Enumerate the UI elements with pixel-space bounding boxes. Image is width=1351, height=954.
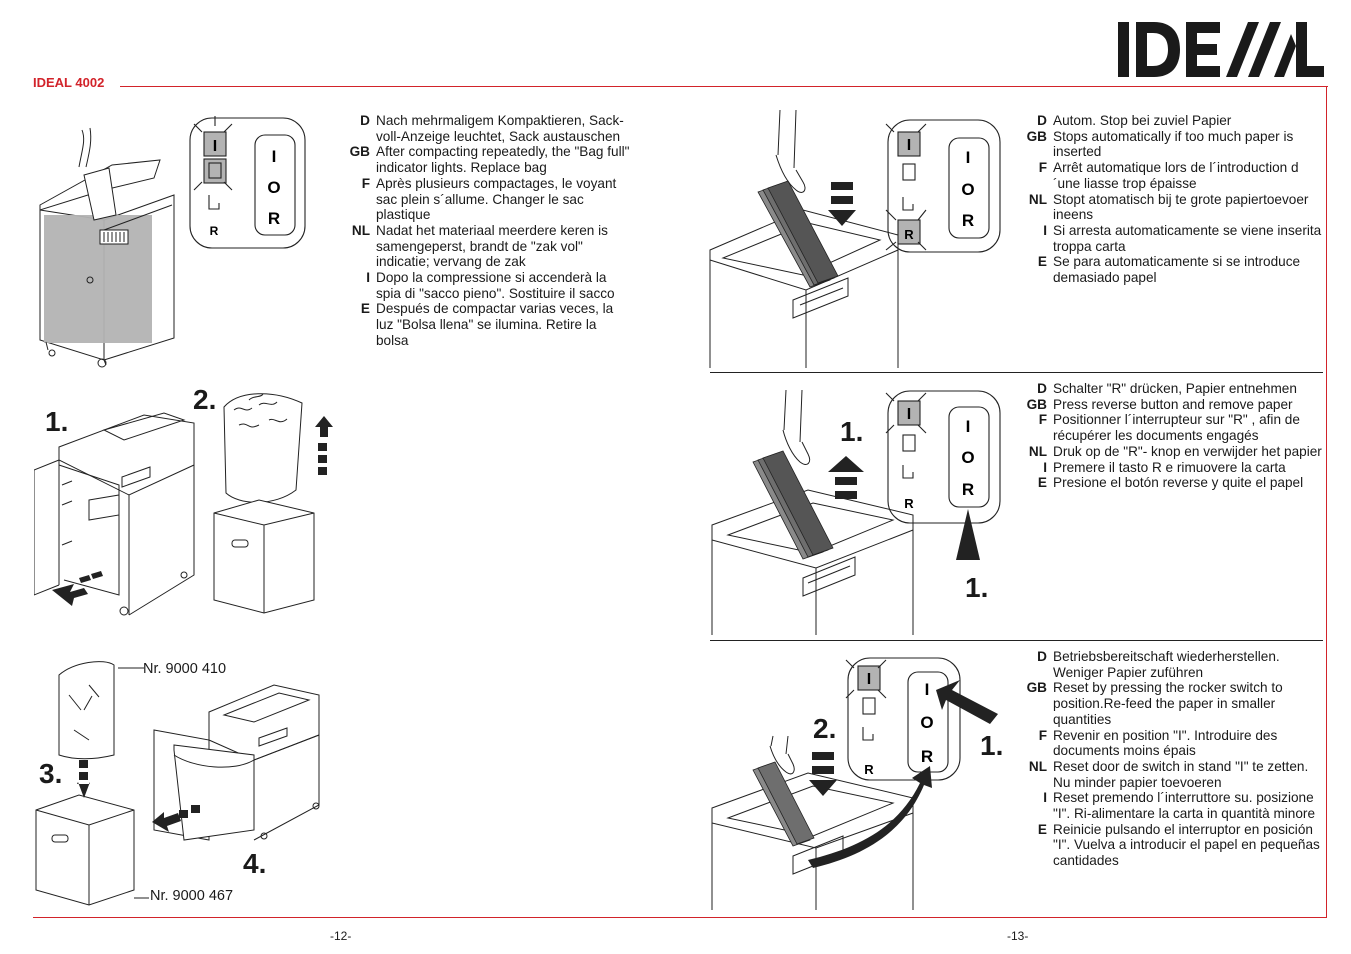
svg-text:O: O bbox=[961, 180, 974, 199]
page-number-left: -12- bbox=[330, 929, 352, 943]
reverse-illustration bbox=[711, 389, 914, 635]
step-3: 3. bbox=[39, 758, 63, 789]
box-part-number: Nr. 9000 467 bbox=[150, 888, 234, 904]
section-divider-2 bbox=[710, 640, 1323, 641]
svg-text:O: O bbox=[961, 448, 974, 467]
step-reset-feed: 2. bbox=[813, 713, 837, 744]
svg-text:R: R bbox=[962, 211, 974, 230]
switch-reverse-label: R bbox=[268, 209, 280, 228]
auto-stop-illustration bbox=[709, 110, 899, 368]
svg-text:R: R bbox=[921, 747, 933, 766]
reset-illustration bbox=[711, 735, 932, 910]
section-divider-1 bbox=[710, 372, 1323, 373]
step-1: 1. bbox=[45, 406, 69, 437]
svg-text:I: I bbox=[907, 137, 911, 154]
svg-text:I: I bbox=[867, 671, 871, 688]
svg-text:R: R bbox=[962, 480, 974, 499]
control-panel-bag-full: I I O R R bbox=[189, 116, 306, 249]
step-reset-switch: 1. bbox=[980, 730, 1004, 761]
step-reverse-button: 1. bbox=[965, 572, 989, 603]
svg-text:O: O bbox=[920, 713, 933, 732]
led-reverse-label: R bbox=[210, 224, 219, 238]
shredder-bag-full-illustration bbox=[39, 127, 175, 368]
svg-text:I: I bbox=[966, 148, 971, 167]
svg-text:I: I bbox=[907, 406, 911, 423]
control-panel-reverse: I I O R R bbox=[885, 390, 1001, 560]
ideal-logo bbox=[1118, 22, 1324, 77]
control-panel-reset: I I O R R bbox=[845, 657, 998, 781]
svg-text:I: I bbox=[925, 680, 930, 699]
remove-bag-illustration bbox=[34, 393, 333, 616]
right-border bbox=[1326, 86, 1327, 918]
model-label: IDEAL 4002 bbox=[33, 75, 105, 90]
step-reverse-press: 1. bbox=[840, 416, 864, 447]
svg-text:R: R bbox=[904, 496, 914, 511]
led-on-label: I bbox=[213, 138, 217, 155]
page-number-right: -13- bbox=[1007, 929, 1029, 943]
switch-off-label: O bbox=[267, 178, 280, 197]
step-4: 4. bbox=[243, 848, 267, 879]
footer-rule bbox=[33, 917, 1327, 918]
control-panel-auto-stop: I I O R R bbox=[885, 119, 1001, 253]
switch-on-label: I bbox=[272, 147, 277, 166]
svg-text:R: R bbox=[904, 227, 914, 242]
bag-part-number: Nr. 9000 410 bbox=[143, 661, 227, 677]
svg-text:R: R bbox=[864, 762, 874, 777]
step-2: 2. bbox=[193, 384, 217, 415]
header-rule bbox=[120, 86, 1328, 87]
insert-bag-illustration bbox=[35, 661, 320, 906]
svg-text:I: I bbox=[966, 417, 971, 436]
